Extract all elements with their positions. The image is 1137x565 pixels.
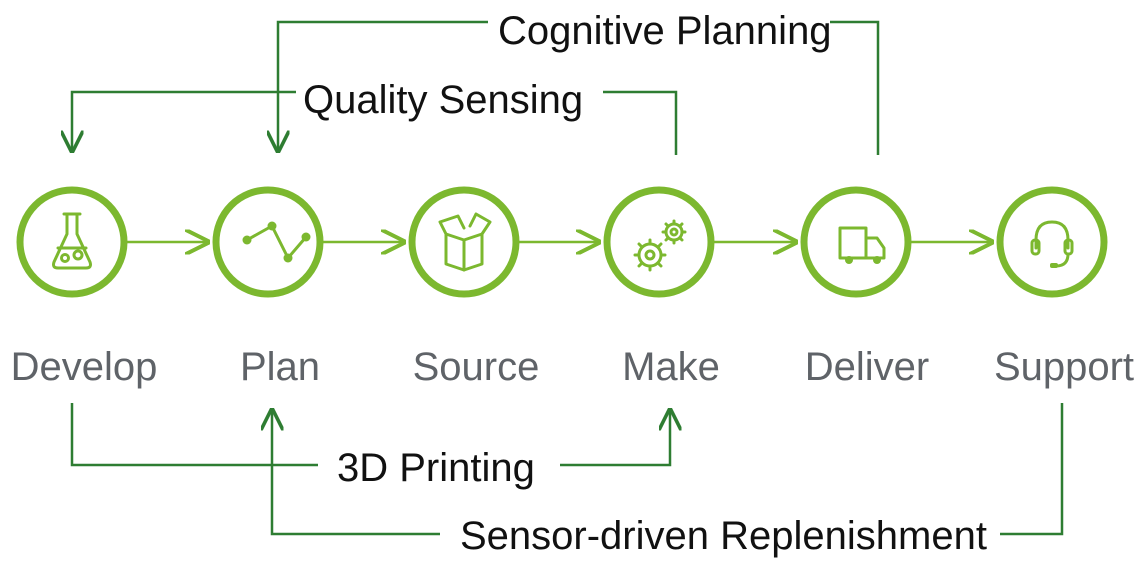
stage-support	[996, 186, 1108, 298]
stage-label-support: Support	[994, 345, 1134, 389]
cognitive-planning-connector-left	[278, 20, 488, 153]
quality-sensing-label: Quality Sensing	[303, 78, 583, 122]
gears-icon	[633, 219, 687, 272]
sensor-replenishment-label: Sensor-driven Replenishment	[460, 514, 987, 558]
stage-source	[408, 186, 520, 298]
3d-printing-connector-right	[560, 408, 670, 467]
stage-label-deliver: Deliver	[805, 345, 929, 389]
line-chart-icon	[242, 221, 311, 263]
stage-deliver	[800, 186, 912, 298]
open-box-icon	[438, 212, 492, 272]
stage-plan	[212, 186, 324, 298]
stage-make	[603, 186, 715, 298]
cognitive-planning-label: Cognitive Planning	[498, 9, 832, 53]
sensor-replenishment-connector-right	[1000, 403, 1064, 536]
flask-icon	[52, 212, 92, 270]
stage-label-develop: Develop	[11, 345, 158, 389]
3d-printing-label: 3D Printing	[337, 446, 535, 490]
stage-label-make: Make	[622, 345, 720, 389]
3d-printing-connector-left	[70, 403, 318, 467]
quality-sensing-connector-left	[72, 90, 296, 153]
cognitive-planning-connector	[830, 20, 880, 155]
truck-icon	[838, 226, 886, 264]
quality-sensing-connector	[603, 90, 678, 155]
sensor-replenishment-connector-left	[272, 408, 440, 536]
stage-label-plan: Plan	[240, 345, 320, 389]
headset-icon	[1030, 220, 1074, 268]
stage-develop	[16, 186, 128, 298]
stage-label-source: Source	[413, 345, 540, 389]
